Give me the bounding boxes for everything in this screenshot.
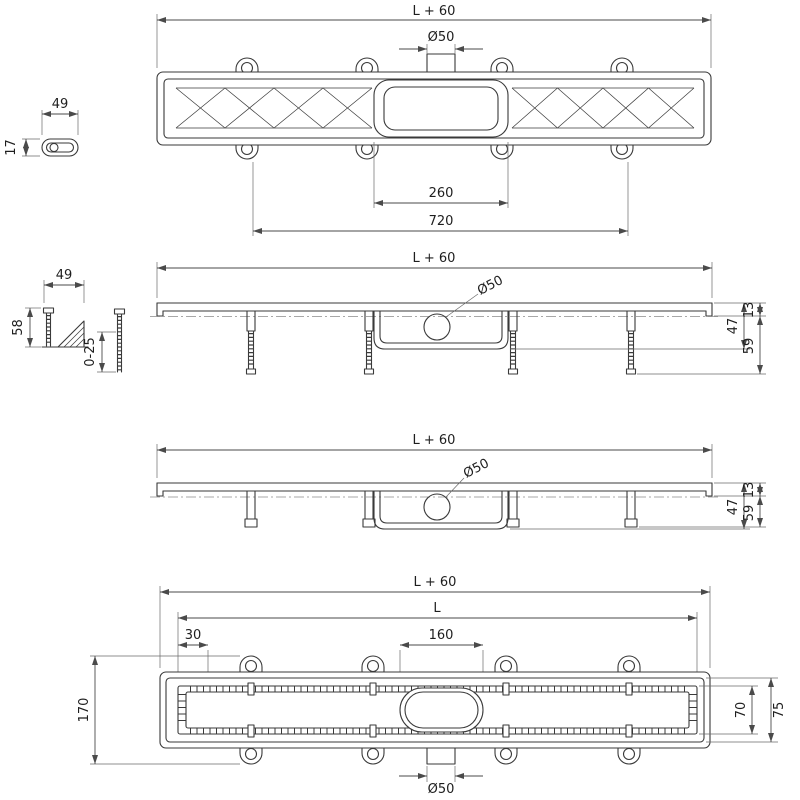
fixed-leg: [362, 490, 376, 528]
dim-length-overall-top: L + 60: [413, 4, 456, 19]
adjustable-leg: [365, 311, 374, 374]
dim-adjustment-range: 0-25: [83, 337, 98, 367]
drain-trap-side1: [373, 310, 509, 350]
view-top-assembly: L + 60 Ø50: [4, 4, 712, 236]
dim-span: 720: [429, 214, 454, 229]
dim-depth-mid-side2: 47: [726, 499, 741, 516]
dim-outlet-dia-plan: Ø50: [428, 782, 455, 797]
dim-width-inner: 70: [734, 702, 749, 719]
view-side-adjustable: L + 60 Ø50: [11, 251, 766, 374]
dim-width-body: 75: [772, 702, 787, 719]
foot-detail: [41, 307, 89, 348]
dim-edge-offset: 30: [185, 628, 202, 643]
adjustment-screw: [113, 308, 126, 373]
dim-length-side2: L + 60: [413, 433, 456, 448]
fixed-leg: [624, 490, 638, 528]
dim-foot-width: 49: [56, 268, 73, 283]
dim-length-inner-plan: L: [433, 601, 441, 616]
dim-depth-top-side2: 13: [742, 482, 757, 499]
view-side-fixed: L + 60 Ø50 13 47 59: [150, 433, 766, 530]
adjustable-leg: [627, 311, 636, 374]
drain-housing: [373, 79, 509, 138]
truss-right: [511, 87, 695, 129]
dim-depth-mid-side1: 47: [726, 318, 741, 335]
dim-width-overall: 170: [77, 698, 92, 723]
dim-clip-height: 17: [4, 139, 19, 156]
outlet-stub-plan: [426, 747, 456, 765]
dim-length-outer-plan: L + 60: [414, 575, 457, 590]
adjustable-leg: [247, 311, 256, 374]
dim-foot-height: 58: [11, 319, 26, 336]
fixed-leg: [244, 490, 258, 528]
clip-detail: [41, 138, 79, 157]
dim-drain-dia-side2: Ø50: [461, 456, 492, 482]
fixed-leg: [506, 490, 520, 528]
dim-clip-width: 49: [52, 97, 69, 112]
dim-outlet-length: 160: [429, 628, 454, 643]
dim-depth-total-side1: 59: [742, 338, 757, 355]
outlet-oval: [399, 687, 484, 733]
dim-trap-length: 260: [429, 186, 454, 201]
outlet-stub-top: [426, 53, 456, 74]
dim-depth-top-side1: 13: [742, 302, 757, 319]
dim-outlet-dia-top: Ø50: [428, 30, 455, 45]
dim-drain-dia-side1: Ø50: [475, 273, 506, 299]
truss-left: [175, 87, 373, 129]
dim-depth-total-side2: 59: [742, 505, 757, 522]
view-plan: L + 60 L 30 160: [77, 575, 787, 797]
adjustable-leg: [509, 311, 518, 374]
dim-length-side1: L + 60: [413, 251, 456, 266]
